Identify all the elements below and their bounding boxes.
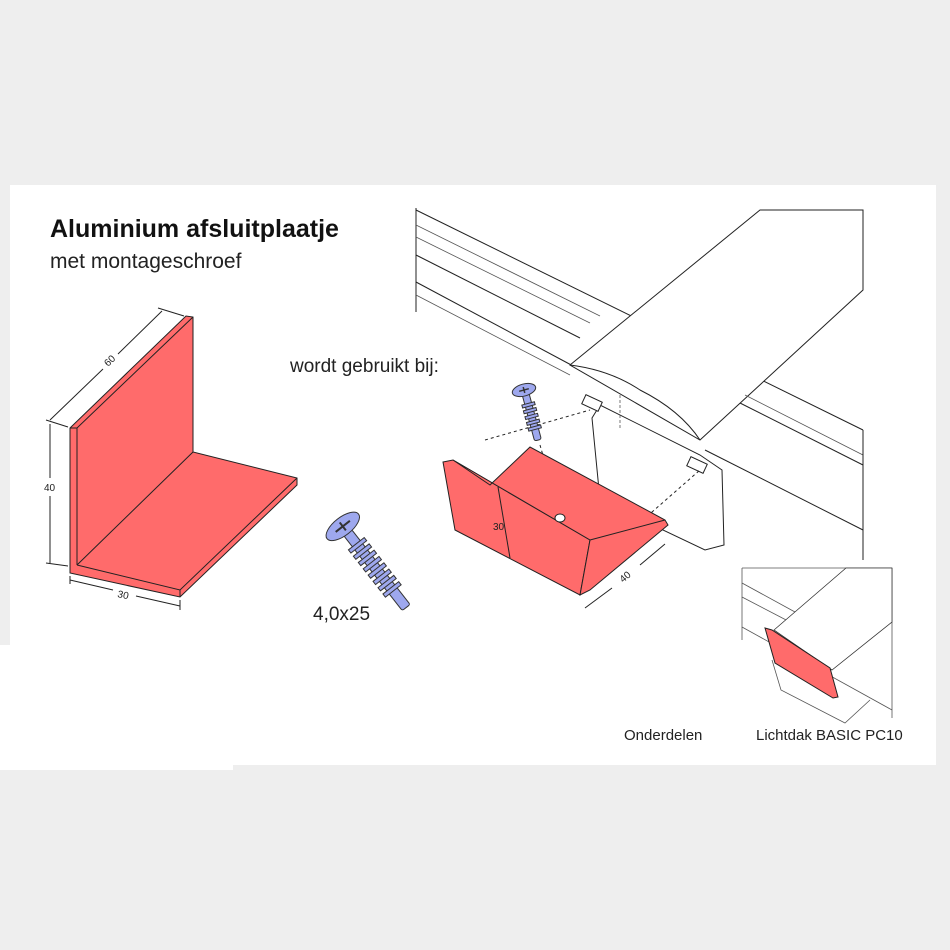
title: Aluminium afsluitplaatje [50,215,339,243]
bracket-drawing: 60 40 30 [44,307,298,610]
small-screw-icon [511,382,542,442]
mounted-plate-drawing: 30 40 [442,446,669,609]
screw-size-label: 4,0x25 [313,604,370,625]
dimension-height: 40 [44,483,56,494]
caption-product: Lichtdak BASIC PC10 [756,727,903,744]
inset-drawing [741,567,893,724]
mounted-dimension-height: 30 [493,522,505,533]
dimension-width: 30 [116,589,130,602]
used-with-label: wordt gebruikt bij: [289,356,439,377]
caption-parts: Onderdelen [624,727,702,744]
screw-icon [325,511,410,611]
white-panel-lower [0,645,233,770]
subtitle: met montageschroef [50,250,242,273]
roof-profile-drawing [415,208,864,560]
